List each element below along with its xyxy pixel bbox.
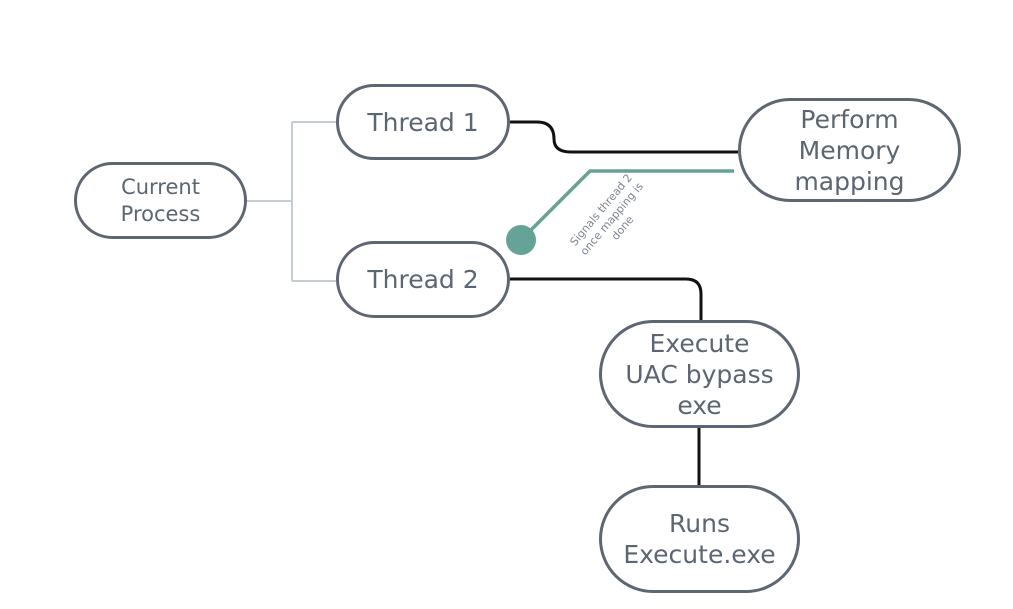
signal-connector [519, 169, 734, 242]
perform-mapping-line3: mapping [794, 166, 905, 196]
runs-execute-node[interactable]: Runs Execute.exe [599, 485, 800, 593]
current-process-node[interactable]: Current Process [74, 162, 247, 239]
current-process-line1: Current [121, 175, 200, 200]
perform-mapping-line2: Memory [798, 135, 901, 165]
perform-memory-mapping-node[interactable]: Perform Memory mapping [738, 98, 961, 202]
thread-2-node[interactable]: Thread 2 [336, 241, 510, 318]
thread2-to-execute-connector [510, 277, 703, 320]
runs-execute-line1: Runs [669, 509, 730, 538]
thread-1-label: Thread 1 [367, 107, 479, 137]
signal-endpoint-dot [506, 225, 536, 255]
perform-mapping-line1: Perform [800, 104, 899, 134]
execute-uac-line3: exe [677, 390, 722, 420]
runs-execute-line2: Execute.exe [623, 540, 776, 569]
current-process-line2: Process [120, 201, 201, 226]
thread-1-node[interactable]: Thread 1 [336, 84, 510, 160]
branch-connector [247, 121, 336, 282]
thread1-to-mapping-connector [510, 120, 738, 154]
execute-uac-line1: Execute [649, 328, 750, 358]
execute-uac-bypass-node[interactable]: Execute UAC bypass exe [599, 320, 800, 428]
thread-2-label: Thread 2 [367, 265, 479, 294]
execute-uac-line2: UAC bypass [625, 359, 774, 389]
